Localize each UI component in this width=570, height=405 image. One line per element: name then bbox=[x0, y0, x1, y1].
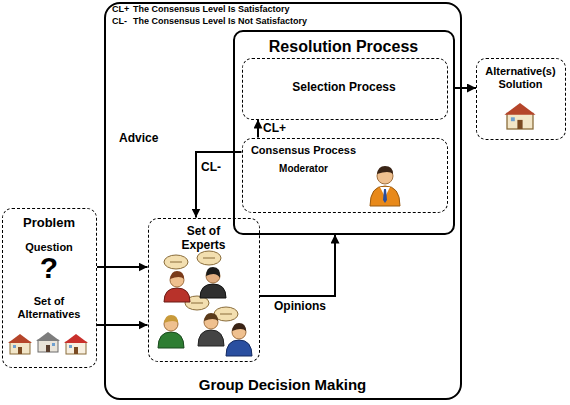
annotation-label: The Consensus Level Is Not Satisfactory bbox=[133, 16, 307, 27]
node-title: Consensus Process bbox=[249, 144, 359, 157]
house-icon bbox=[64, 334, 88, 354]
house-door bbox=[18, 347, 22, 354]
expert-body bbox=[198, 330, 224, 346]
house-roof bbox=[36, 332, 60, 341]
annotation-label: CL- bbox=[112, 16, 127, 27]
house-window bbox=[511, 117, 515, 121]
house-wall bbox=[507, 113, 533, 129]
house-roof bbox=[64, 334, 88, 343]
node-title: Set of Experts bbox=[173, 224, 235, 253]
node-title: Alternative(s) Solution bbox=[477, 65, 564, 91]
connector-arrow bbox=[260, 235, 336, 297]
node-text: Moderator bbox=[249, 163, 359, 175]
consensus-box: Consensus ProcessModerator bbox=[242, 138, 448, 213]
house-door bbox=[46, 345, 50, 352]
annotation-label: Advice bbox=[119, 131, 158, 145]
node-text: Set of Alternatives bbox=[7, 295, 91, 321]
node-title: Resolution Process bbox=[235, 37, 453, 56]
house-icon bbox=[8, 334, 32, 354]
edge-label: Opinions bbox=[274, 299, 326, 313]
house-roof bbox=[8, 334, 32, 343]
edge-label: CL- bbox=[201, 160, 221, 174]
expert-hair bbox=[164, 315, 178, 323]
house-door bbox=[74, 347, 78, 354]
expert-hair bbox=[232, 323, 246, 331]
house-wall bbox=[38, 340, 58, 352]
speech-lines bbox=[170, 258, 232, 314]
connector-arrow bbox=[455, 87, 477, 89]
house-wall bbox=[10, 342, 30, 354]
node-text: ? bbox=[3, 250, 95, 286]
house-window bbox=[52, 343, 55, 346]
selection-box: Selection Process bbox=[242, 58, 448, 120]
moderator-icon bbox=[370, 166, 400, 206]
connector-arrow bbox=[97, 266, 148, 268]
expert-body bbox=[164, 288, 190, 302]
group-decision-box: Selection ProcessConsensus ProcessModera… bbox=[104, 2, 462, 400]
node-title: Group Decision Making bbox=[106, 376, 459, 394]
house-window bbox=[13, 345, 16, 348]
edge-label: CL+ bbox=[263, 121, 286, 135]
expert-hair bbox=[206, 267, 220, 278]
annotation-label: CL+ bbox=[112, 4, 129, 15]
node-title: Selection Process bbox=[243, 80, 446, 94]
house-wall bbox=[66, 342, 86, 354]
expert-body bbox=[158, 332, 184, 348]
moderator-tie bbox=[383, 189, 387, 203]
expert-hair bbox=[170, 271, 184, 279]
house-window bbox=[69, 345, 72, 348]
node-title: Problem bbox=[3, 215, 95, 231]
expert-body bbox=[226, 340, 252, 356]
moderator-body bbox=[370, 186, 400, 206]
expert-body bbox=[200, 284, 226, 298]
house-door bbox=[517, 120, 522, 129]
connector-arrow bbox=[97, 324, 148, 326]
experts-icon bbox=[158, 251, 252, 356]
connector-arrow bbox=[196, 152, 242, 218]
moderator-hair bbox=[377, 166, 393, 174]
house-icon bbox=[36, 332, 60, 352]
connector-arrow bbox=[257, 120, 259, 138]
house-roof bbox=[504, 103, 535, 115]
house-icon bbox=[504, 103, 535, 129]
annotation-label: The Consensus Level Is Satisfactory bbox=[133, 4, 290, 15]
expert-hair bbox=[204, 313, 218, 321]
